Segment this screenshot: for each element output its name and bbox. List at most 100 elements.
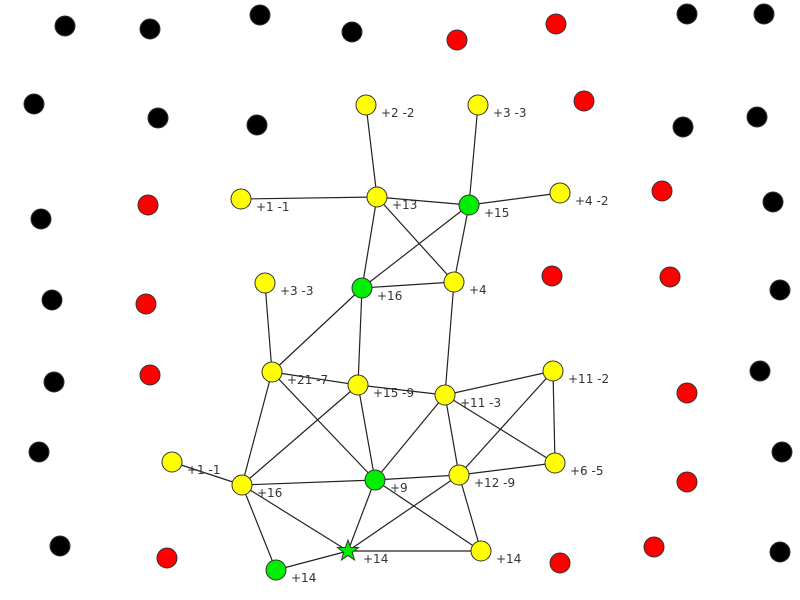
yellow-node[interactable] bbox=[261, 361, 283, 383]
red-node[interactable] bbox=[676, 382, 698, 404]
node-label: +15 -9 bbox=[373, 386, 414, 400]
graph-node-G[interactable]: +3 -3 bbox=[254, 272, 313, 298]
edge-D-E bbox=[376, 196, 470, 206]
graph-node-C[interactable]: +1 -1 bbox=[230, 188, 289, 214]
black-node[interactable] bbox=[769, 279, 791, 301]
black-node[interactable] bbox=[139, 18, 161, 40]
graph-node-F[interactable]: +4 -2 bbox=[549, 182, 608, 208]
graph-node-I[interactable]: +4 bbox=[443, 271, 487, 297]
graph-node-O[interactable]: +16 bbox=[231, 474, 282, 500]
black-node[interactable] bbox=[49, 535, 71, 557]
graph-node-J[interactable]: +21 -7 bbox=[261, 361, 328, 387]
red-node[interactable] bbox=[643, 536, 665, 558]
red-node[interactable] bbox=[659, 266, 681, 288]
yellow-node[interactable] bbox=[434, 384, 456, 406]
black-node[interactable] bbox=[246, 114, 268, 136]
graph-node-N[interactable]: +1 -1 bbox=[161, 451, 220, 477]
graph-node-P[interactable]: +9 bbox=[364, 469, 408, 495]
yellow-node[interactable] bbox=[544, 452, 566, 474]
free-dots-layer bbox=[23, 3, 793, 574]
graph-node-E[interactable]: +15 bbox=[458, 194, 509, 220]
graph-node-T[interactable]: +14 bbox=[470, 540, 521, 566]
yellow-node[interactable] bbox=[355, 94, 377, 116]
black-node[interactable] bbox=[249, 4, 271, 26]
star-node-icon[interactable] bbox=[336, 538, 360, 562]
node-label: +3 -3 bbox=[280, 284, 313, 298]
yellow-node[interactable] bbox=[347, 374, 369, 396]
black-node[interactable] bbox=[23, 93, 45, 115]
graph-node-B[interactable]: +3 -3 bbox=[467, 94, 526, 120]
edge-E-F bbox=[468, 192, 561, 206]
yellow-node[interactable] bbox=[549, 182, 571, 204]
node-label: +14 bbox=[291, 571, 316, 585]
edge-O-S bbox=[241, 484, 349, 552]
green-node[interactable] bbox=[458, 194, 480, 216]
black-node[interactable] bbox=[762, 191, 784, 213]
yellow-node[interactable] bbox=[161, 451, 183, 473]
black-node[interactable] bbox=[341, 21, 363, 43]
graph-node-K[interactable]: +15 -9 bbox=[347, 374, 414, 400]
red-node[interactable] bbox=[541, 265, 563, 287]
red-node[interactable] bbox=[676, 471, 698, 493]
edge-J-P bbox=[271, 371, 376, 481]
black-node[interactable] bbox=[147, 107, 169, 129]
graph-node-Q[interactable]: +12 -9 bbox=[448, 464, 515, 490]
black-node[interactable] bbox=[676, 3, 698, 25]
yellow-node[interactable] bbox=[231, 474, 253, 496]
black-node[interactable] bbox=[769, 541, 791, 563]
node-label: +4 -2 bbox=[575, 194, 608, 208]
green-node[interactable] bbox=[351, 277, 373, 299]
graph-node-L[interactable]: +11 -3 bbox=[434, 384, 501, 410]
edge-J-O bbox=[241, 371, 273, 486]
black-node[interactable] bbox=[43, 371, 65, 393]
yellow-node[interactable] bbox=[467, 94, 489, 116]
graph-node-U[interactable]: +14 bbox=[265, 559, 316, 585]
red-node[interactable] bbox=[573, 90, 595, 112]
black-node[interactable] bbox=[41, 289, 63, 311]
black-node[interactable] bbox=[30, 208, 52, 230]
node-label: +4 bbox=[469, 283, 487, 297]
red-node[interactable] bbox=[549, 552, 571, 574]
black-node[interactable] bbox=[749, 360, 771, 382]
black-node[interactable] bbox=[672, 116, 694, 138]
black-node[interactable] bbox=[771, 441, 793, 463]
edge-E-H bbox=[361, 204, 470, 289]
red-node[interactable] bbox=[156, 547, 178, 569]
black-node[interactable] bbox=[753, 3, 775, 25]
green-node[interactable] bbox=[265, 559, 287, 581]
node-label: +13 bbox=[392, 198, 417, 212]
graph-node-M[interactable]: +11 -2 bbox=[542, 360, 609, 386]
graph-node-S[interactable]: +14 bbox=[336, 538, 389, 566]
graph-node-H[interactable]: +16 bbox=[351, 277, 402, 303]
red-node[interactable] bbox=[135, 293, 157, 315]
node-label: +3 -3 bbox=[493, 106, 526, 120]
yellow-node[interactable] bbox=[366, 186, 388, 208]
edge-M-R bbox=[552, 370, 556, 464]
graph-node-R[interactable]: +6 -5 bbox=[544, 452, 603, 478]
red-node[interactable] bbox=[139, 364, 161, 386]
red-node[interactable] bbox=[651, 180, 673, 202]
edge-M-Q bbox=[458, 370, 554, 476]
edge-G-J bbox=[264, 282, 273, 373]
graph-node-A[interactable]: +2 -2 bbox=[355, 94, 414, 120]
yellow-node[interactable] bbox=[254, 272, 276, 294]
edge-B-E bbox=[468, 104, 479, 206]
graph-node-D[interactable]: +13 bbox=[366, 186, 417, 212]
red-node[interactable] bbox=[446, 29, 468, 51]
edge-Q-R bbox=[458, 462, 556, 476]
black-node[interactable] bbox=[54, 15, 76, 37]
red-node[interactable] bbox=[545, 13, 567, 35]
yellow-node[interactable] bbox=[443, 271, 465, 293]
yellow-node[interactable] bbox=[470, 540, 492, 562]
green-node[interactable] bbox=[364, 469, 386, 491]
yellow-node[interactable] bbox=[542, 360, 564, 382]
yellow-node[interactable] bbox=[230, 188, 252, 210]
node-label: +11 -3 bbox=[460, 396, 501, 410]
black-node[interactable] bbox=[28, 441, 50, 463]
yellow-node[interactable] bbox=[448, 464, 470, 486]
node-label: +21 -7 bbox=[287, 373, 328, 387]
red-node[interactable] bbox=[137, 194, 159, 216]
black-node[interactable] bbox=[746, 106, 768, 128]
node-label: +2 -2 bbox=[381, 106, 414, 120]
